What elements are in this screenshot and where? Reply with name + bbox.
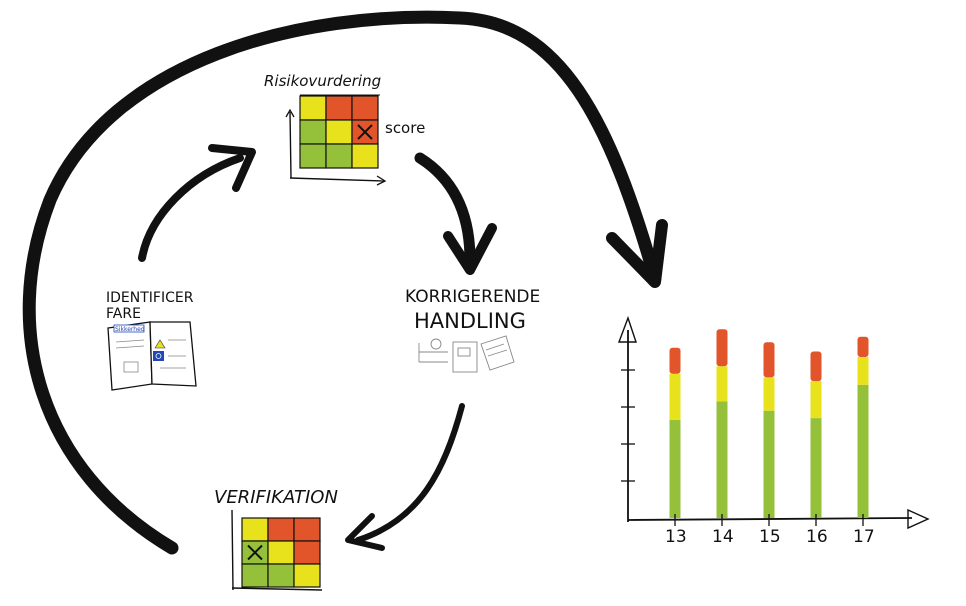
bar-16-segment-1 <box>810 381 822 419</box>
arrow-risk-to-corrective <box>414 152 476 266</box>
risk-x-axis <box>289 177 385 182</box>
risk-y-axis <box>289 111 292 179</box>
safety-manual-icon: Sikkerhed <box>107 321 197 391</box>
verif-cell-2-1 <box>267 563 295 588</box>
verif-cell-0-0 <box>241 517 269 542</box>
chart-y-ticks <box>621 369 635 482</box>
corrective-action-node: KORRIGERENDE HANDLING <box>405 287 540 373</box>
verif-cell-0-2 <box>293 517 321 542</box>
chart-x-arrow <box>907 508 930 530</box>
x-tick-label-17: 17 <box>853 527 875 547</box>
corrective-label-line2: HANDLING <box>414 309 526 333</box>
score-label: score <box>385 119 425 137</box>
arrow-identify-to-risk <box>138 154 244 262</box>
risk-cell-1-1 <box>325 119 353 145</box>
x-tick-label-13: 13 <box>665 527 687 547</box>
bar-15-segment-0 <box>763 410 775 518</box>
risk-cell-0-2 <box>351 95 379 121</box>
verif-mark-x <box>247 544 263 561</box>
risk-cell-2-1 <box>325 143 353 169</box>
verif-cell-1-1 <box>267 540 295 565</box>
risk-mark-x <box>357 124 373 140</box>
risk-cell-0-1 <box>325 95 353 121</box>
bar-13-segment-2 <box>669 347 681 374</box>
risk-assessment-label: Risikovurdering <box>264 72 381 90</box>
verification-matrix-grid <box>241 517 321 588</box>
bar-13-segment-1 <box>669 373 681 420</box>
identify-label: IDENTIFICER <box>106 290 194 306</box>
verif-cell-2-0 <box>241 563 269 588</box>
outer-loop-arrow <box>22 10 662 555</box>
verification-node: VERIFIKATION <box>214 487 338 591</box>
x-tick-label-14: 14 <box>712 527 734 547</box>
chart-y-arrow <box>617 315 637 343</box>
risk-x-arrow <box>376 175 387 186</box>
corrective-label: KORRIGERENDE <box>405 287 540 307</box>
bar-16-segment-0 <box>810 418 822 518</box>
verif-cell-1-2 <box>293 540 321 565</box>
risk-y-arrow <box>285 108 295 118</box>
chart-x-labels: 13 14 15 16 17 <box>665 514 875 547</box>
verif-cell-0-1 <box>267 517 295 542</box>
arrowhead-identify-to-risk <box>208 144 256 192</box>
documents-sketch-icon <box>418 335 515 373</box>
verification-label: VERIFIKATION <box>214 487 338 508</box>
bar-13-segment-0 <box>669 419 681 518</box>
risk-cell-2-0 <box>299 143 327 169</box>
chart-bars <box>669 329 869 518</box>
verif-cell-2-2 <box>293 563 321 588</box>
bar-14-segment-2 <box>716 329 728 367</box>
x-tick-label-15: 15 <box>759 527 781 547</box>
identify-hazard-node: IDENTIFICER FARE Sikkerhed <box>106 290 197 391</box>
trend-chart: 13 14 15 16 17 <box>617 315 930 547</box>
bar-17-segment-2 <box>857 336 869 358</box>
risk-cell-2-2 <box>351 143 379 169</box>
bar-15-segment-2 <box>763 342 775 378</box>
verif-x-axis <box>231 587 323 591</box>
book-tab-label: Sikkerhed <box>115 326 145 333</box>
bar-14-segment-1 <box>716 366 728 402</box>
verif-y-axis <box>231 509 234 591</box>
bar-14-segment-0 <box>716 401 728 518</box>
bar-15-segment-1 <box>763 377 775 411</box>
risk-cell-1-0 <box>299 119 327 145</box>
chart-x-axis <box>627 517 913 521</box>
risk-cell-0-0 <box>299 95 327 121</box>
risk-matrix-grid <box>299 95 379 169</box>
x-tick-label-16: 16 <box>806 527 828 547</box>
arrowhead-corrective-to-verification <box>345 513 385 551</box>
arrowhead-risk-to-corrective <box>443 223 497 275</box>
outer-loop-arrowhead <box>606 219 668 288</box>
arrow-corrective-to-verification <box>355 403 465 543</box>
risk-assessment-node: Risikovurdering score <box>264 72 425 186</box>
bar-16-segment-2 <box>810 351 822 382</box>
bar-17-segment-0 <box>857 384 869 518</box>
identify-label-line2: FARE <box>106 306 141 322</box>
bar-17-segment-1 <box>857 357 869 385</box>
